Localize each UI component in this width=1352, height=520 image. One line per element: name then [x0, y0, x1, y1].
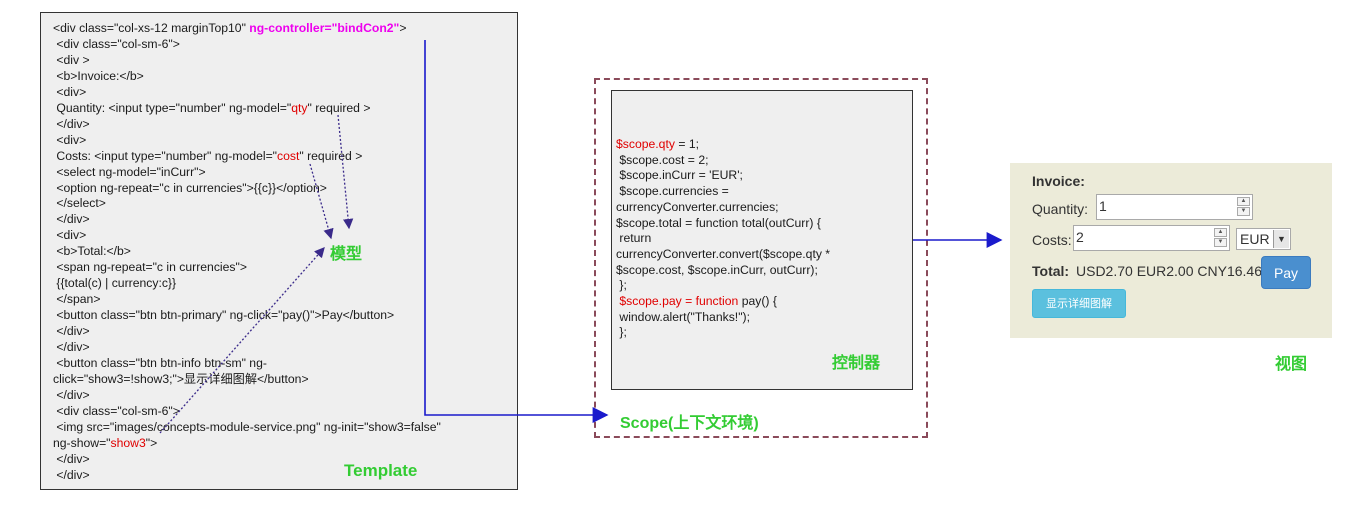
template-code-line: <b>Invoice:</b>: [53, 68, 144, 83]
invoice-title: Invoice:: [1032, 173, 1085, 189]
template-code-line: <b>Total:</b>: [53, 244, 131, 259]
template-code-line: </div>: [53, 387, 90, 402]
costs-stepper[interactable]: ▲▼: [1214, 228, 1227, 248]
template-code-line: <div class="col-xs-12 marginTop10" ng-co…: [53, 21, 406, 36]
template-code-line: </div>: [53, 467, 90, 482]
template-code-line: <div >: [53, 52, 90, 67]
template-code-segment: ng-controller="bindCon2": [249, 21, 400, 35]
template-code-segment: >: [399, 21, 407, 35]
template-code-line: <div>: [53, 228, 87, 243]
template-code-segment: show3: [110, 435, 146, 450]
template-label: Template: [344, 461, 418, 480]
chevron-down-icon: ▼: [1273, 230, 1289, 248]
show3-model-arrow: [159, 247, 325, 434]
controller-code-segment: $scope.pay = function: [616, 294, 739, 308]
quantity-stepper[interactable]: ▲▼: [1237, 197, 1250, 217]
costs-input[interactable]: 2 ▲▼: [1073, 225, 1230, 251]
controller-label: 控制器: [832, 355, 881, 372]
template-code-line: </div>: [53, 340, 90, 354]
template-code-line: </div>: [53, 212, 90, 227]
template-code-line: </div>: [53, 451, 90, 466]
controller-code-line: $scope.currencies =: [616, 184, 729, 199]
template-code-line: ng-show="show3">: [53, 436, 157, 451]
controller-code-line: currencyConverter.currencies;: [616, 199, 779, 214]
template-code-line: <div>: [53, 84, 87, 99]
qty-model-arrow: [337, 114, 354, 230]
template-code-line: <img src="images/concepts-module-service…: [53, 419, 441, 434]
controller-code-line: $scope.qty = 1;: [616, 137, 699, 152]
quantity-label: Quantity:: [1032, 201, 1089, 217]
template-code-line: <button class="btn btn-primary" ng-click…: [53, 308, 395, 323]
controller-code-line: $scope.cost, $scope.inCurr, outCurr);: [616, 262, 818, 277]
view-label: 视图: [1275, 356, 1308, 373]
controller-code-line: };: [616, 278, 627, 293]
template-code-line: <span ng-repeat="c in currencies">: [53, 260, 247, 275]
total-label: Total:: [1032, 263, 1070, 279]
costs-label: Costs:: [1032, 232, 1072, 248]
controller-code-line: return: [616, 231, 652, 246]
template-code-line: <div class="col-sm-6">: [53, 36, 180, 51]
scope-boundary: [594, 78, 928, 438]
show-detail-button[interactable]: 显示详细图解: [1032, 289, 1126, 318]
controller-panel: $scope.qty = 1; $scope.cost = 2; $scope.…: [611, 90, 913, 390]
costs-value: 2: [1076, 229, 1084, 245]
template-code-segment: ">: [145, 435, 158, 450]
controller-code-line: $scope.inCurr = 'EUR';: [616, 168, 743, 183]
controller-code-line: $scope.total = function total(outCurr) {: [616, 215, 821, 230]
template-code-line: <option ng-repeat="c in currencies">{{c}…: [53, 180, 327, 195]
template-code-segment: " required >: [307, 100, 371, 115]
template-code-segment: qty: [291, 100, 308, 115]
quantity-value: 1: [1099, 198, 1107, 214]
controller-code-line: currencyConverter.convert($scope.qty *: [616, 246, 831, 261]
template-code-segment: <div class="col-xs-12 marginTop10": [53, 21, 250, 35]
template-code-line: </div>: [53, 116, 90, 131]
template-code-line: </div>: [53, 324, 90, 339]
controller-code-line: $scope.cost = 2;: [616, 152, 709, 167]
controller-code-segment: = 1;: [674, 137, 700, 151]
cost-model-arrow: [309, 163, 334, 240]
currency-select[interactable]: EUR ▼: [1236, 228, 1291, 250]
scope-connector-arrow: [424, 40, 609, 423]
template-code-line: click="show3=!show3;">显示详细图解</button>: [53, 371, 309, 386]
controller-code-line: window.alert("Thanks!");: [616, 309, 750, 324]
template-code-line: <button class="btn btn-info btn-sm" ng-: [53, 355, 267, 370]
template-code-line: <div class="col-sm-6">: [53, 403, 180, 418]
controller-code-line: $scope.pay = function pay() {: [616, 294, 777, 309]
template-code-segment: ng-show=": [53, 435, 111, 450]
template-code-segment: Costs: <input type="number" ng-model=": [53, 148, 278, 163]
template-panel: <div class="col-xs-12 marginTop10" ng-co…: [40, 12, 518, 490]
template-code-segment: Quantity: <input type="number" ng-model=…: [53, 100, 292, 115]
total-value: USD2.70 EUR2.00 CNY16.46: [1076, 263, 1262, 279]
template-code-segment: " required >: [299, 148, 363, 163]
currency-selected: EUR: [1240, 231, 1270, 247]
quantity-input[interactable]: 1 ▲▼: [1096, 194, 1253, 220]
model-label: 模型: [330, 246, 363, 263]
template-code-line: <select ng-model="inCurr">: [53, 164, 206, 179]
template-code-line: </span>: [53, 292, 101, 307]
template-code-line: <div>: [53, 132, 87, 147]
template-code-segment: cost: [277, 148, 300, 163]
controller-code-line: };: [616, 325, 627, 340]
template-code-line: Quantity: <input type="number" ng-model=…: [53, 101, 370, 116]
controller-code-segment: $scope.qty: [616, 137, 675, 151]
controller-code-segment: pay() {: [738, 294, 777, 308]
template-code-line: </select>: [53, 196, 106, 211]
pay-button[interactable]: Pay: [1261, 256, 1311, 289]
template-code-line: {{total(c) | currency:c}}: [53, 276, 177, 291]
template-code-line: Costs: <input type="number" ng-model="co…: [53, 149, 362, 164]
scope-label: Scope(上下文环境): [620, 415, 759, 432]
